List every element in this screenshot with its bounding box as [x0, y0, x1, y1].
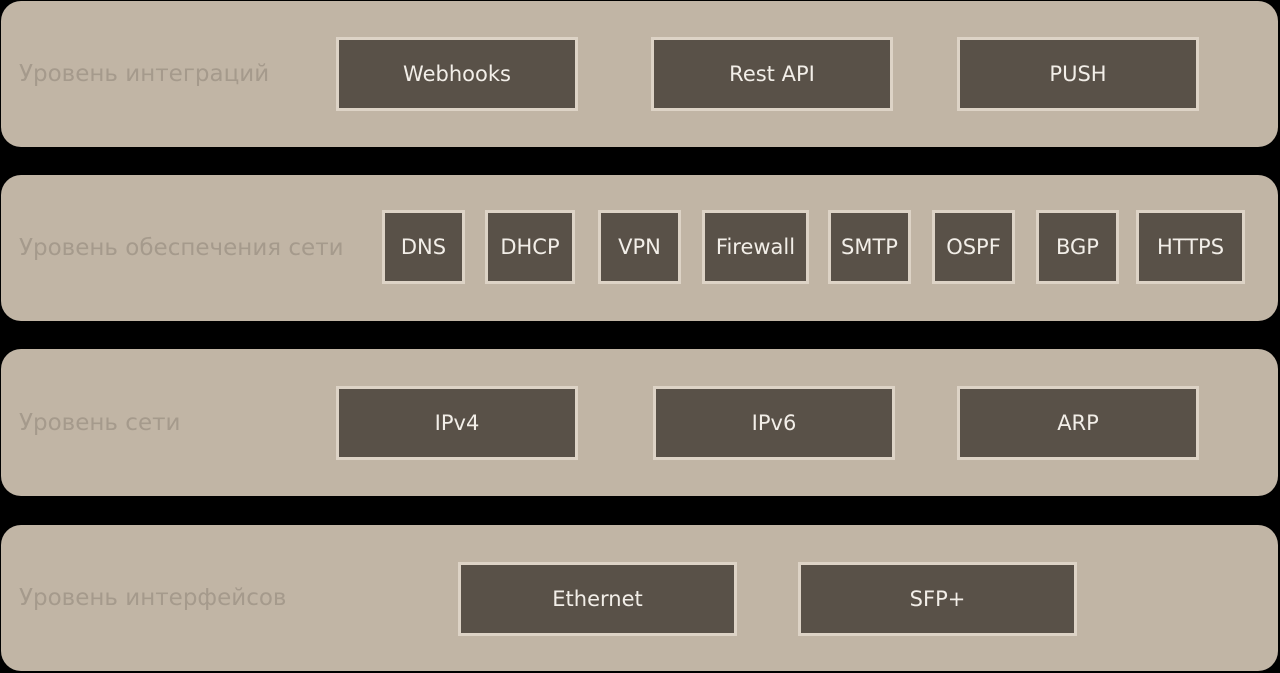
box-ipv6[interactable]: IPv6: [653, 386, 895, 460]
layer-label-integrations: Уровень интеграций: [19, 61, 270, 87]
box-sfp-plus[interactable]: SFP+: [798, 562, 1077, 636]
layer-label-interfaces: Уровень интерфейсов: [19, 585, 287, 611]
box-firewall[interactable]: Firewall: [702, 210, 809, 284]
layer-label-network: Уровень сети: [19, 409, 181, 436]
layer-integrations: Уровень интеграций Webhooks Rest API PUS…: [1, 1, 1278, 147]
box-push[interactable]: PUSH: [957, 37, 1199, 111]
box-webhooks[interactable]: Webhooks: [336, 37, 578, 111]
box-dhcp[interactable]: DHCP: [485, 210, 575, 284]
layer-interfaces: Уровень интерфейсов Ethernet SFP+: [1, 525, 1278, 671]
layer-label-network-services: Уровень обеспечения сети: [19, 235, 344, 261]
box-dns[interactable]: DNS: [382, 210, 465, 284]
box-arp[interactable]: ARP: [957, 386, 1199, 460]
box-rest-api[interactable]: Rest API: [651, 37, 893, 111]
box-smtp[interactable]: SMTP: [828, 210, 911, 284]
box-ethernet[interactable]: Ethernet: [458, 562, 737, 636]
layer-network: Уровень сети IPv4 IPv6 ARP: [1, 349, 1278, 496]
box-ipv4[interactable]: IPv4: [336, 386, 578, 460]
box-bgp[interactable]: BGP: [1036, 210, 1119, 284]
box-vpn[interactable]: VPN: [598, 210, 681, 284]
box-ospf[interactable]: OSPF: [932, 210, 1015, 284]
box-https[interactable]: HTTPS: [1136, 210, 1245, 284]
layer-network-services: Уровень обеспечения сети DNS DHCP VPN Fi…: [1, 175, 1278, 321]
